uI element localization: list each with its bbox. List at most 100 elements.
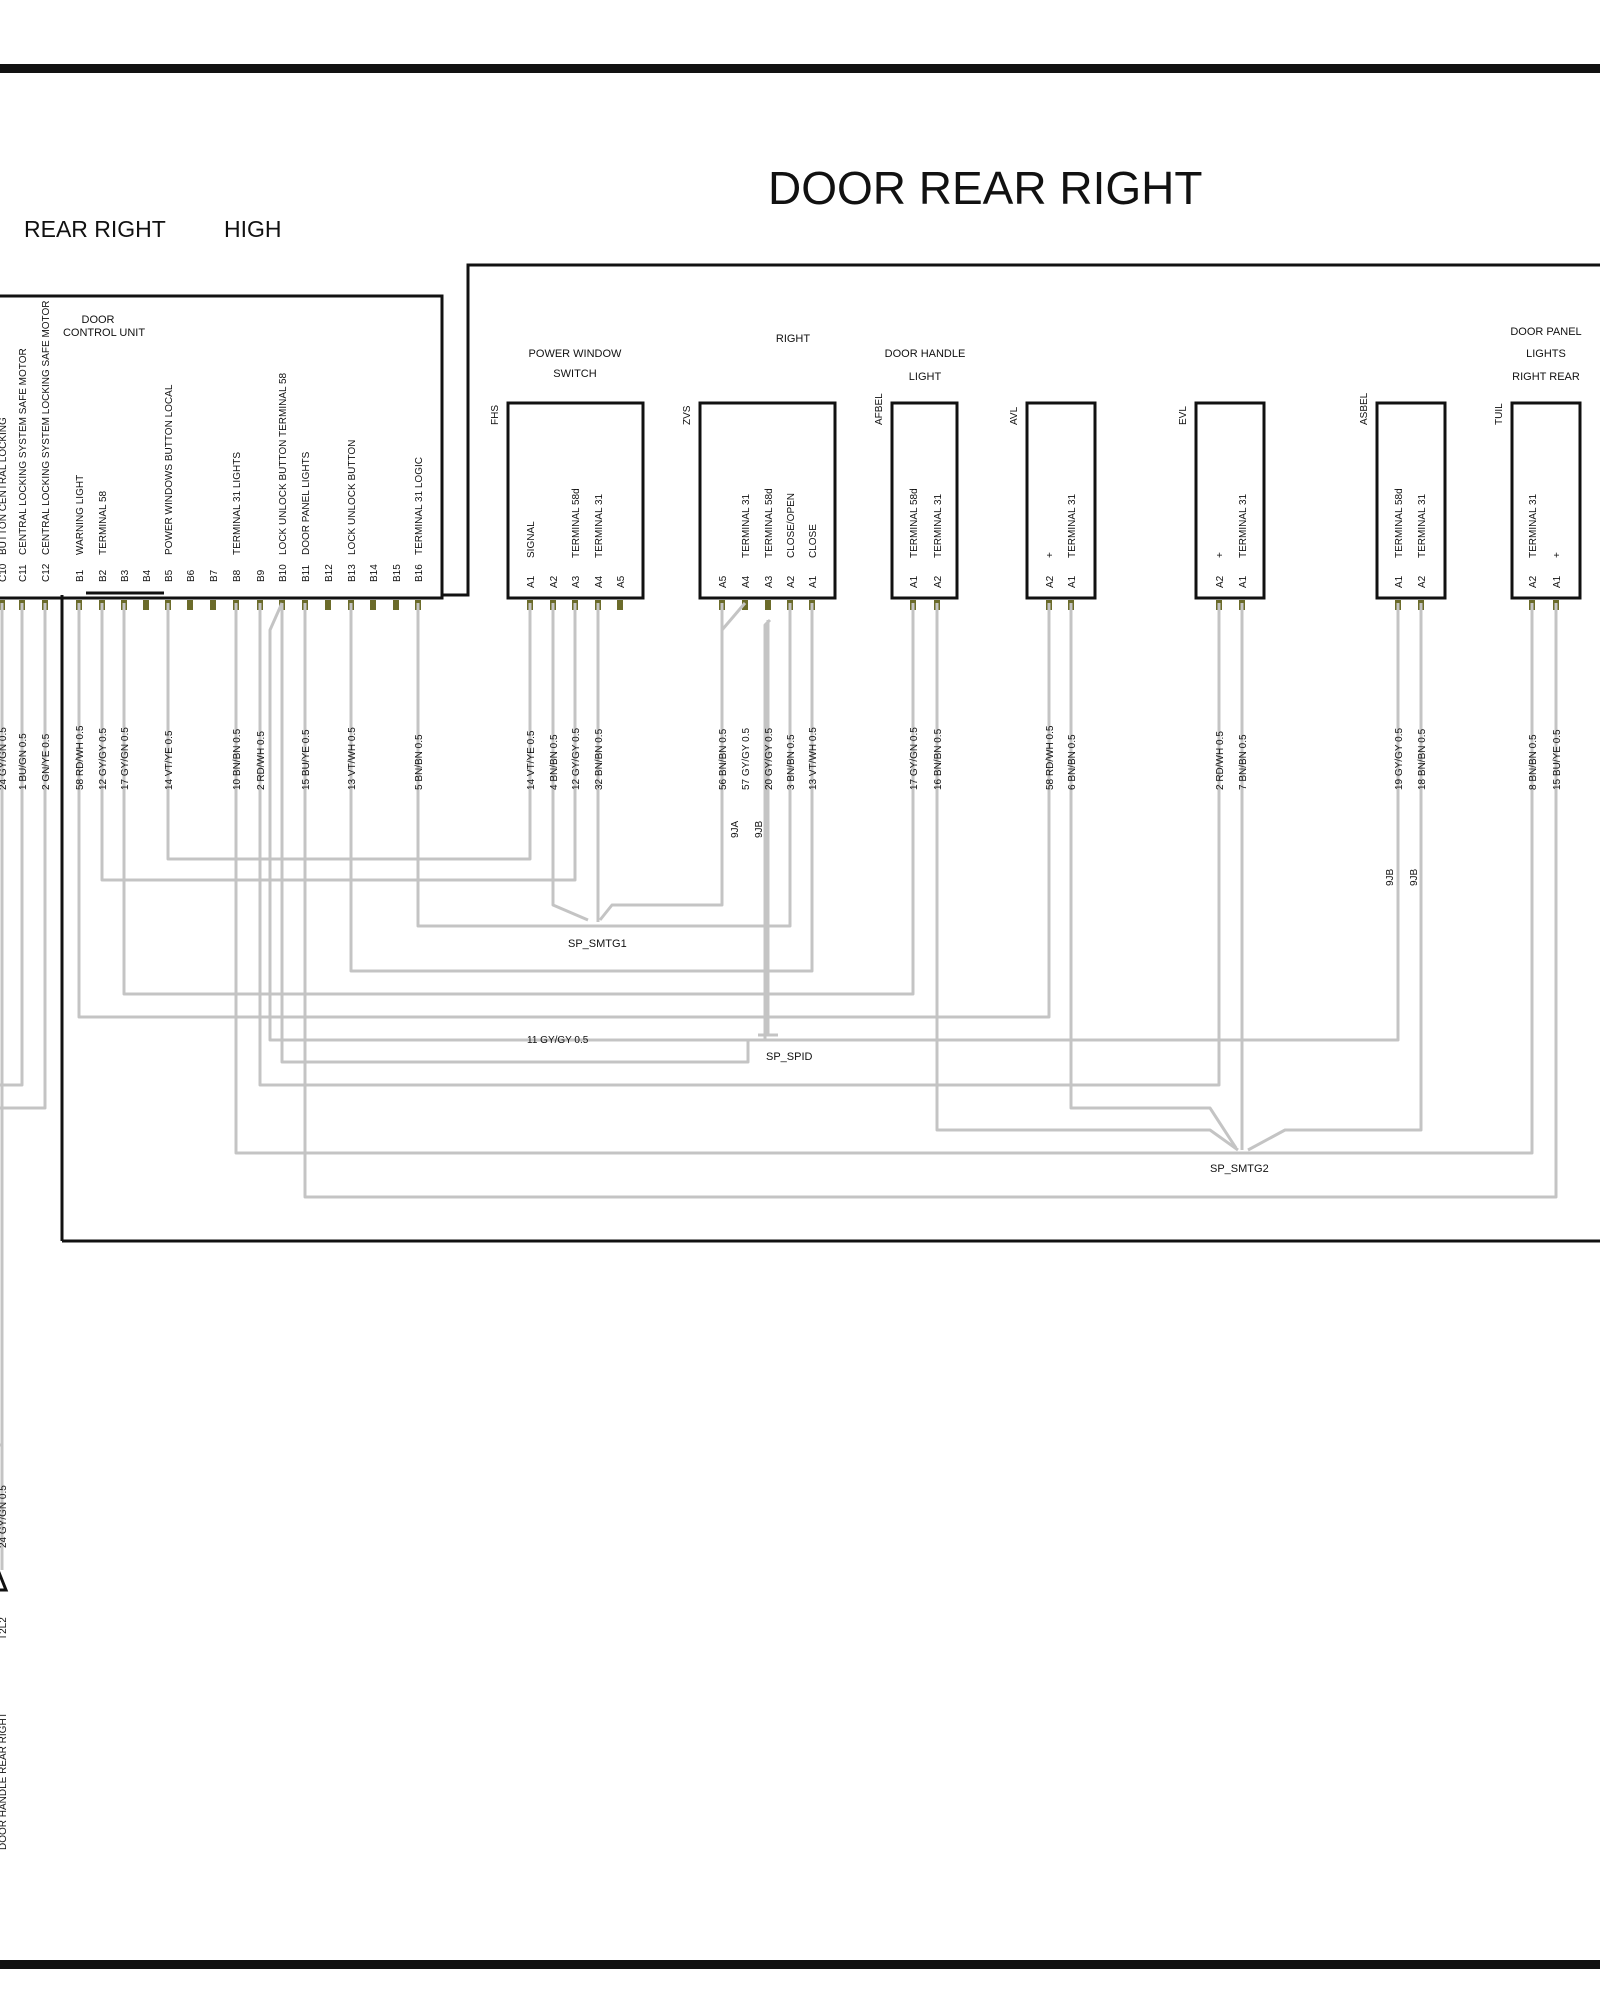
- wire: [935, 603, 1239, 1152]
- wire-color-label: 2 GN/YE 0.5: [41, 733, 52, 790]
- wire: [234, 603, 1534, 1155]
- wire-color-label: 5 BN/BN 0.5: [414, 734, 425, 790]
- wire: [122, 603, 915, 996]
- dcu-pin-id: B14: [369, 564, 380, 582]
- wire-color-label: 10 BN/BN 0.5: [232, 728, 243, 790]
- component-pin-id: A1: [808, 575, 819, 588]
- wire: [416, 603, 792, 928]
- dcu-pin-id: B13: [347, 564, 358, 582]
- component-pin-id: A5: [718, 575, 729, 588]
- wire: [303, 603, 1558, 1199]
- dcu-pin-id: C11: [18, 564, 29, 582]
- wire-color-label: 15 BU/YE 0.5: [1552, 729, 1563, 790]
- wire: [1069, 603, 1238, 1149]
- door-boundary: [442, 263, 1600, 597]
- component-pin-id: A1: [1067, 575, 1078, 588]
- pin-terminal: [187, 600, 193, 610]
- top-border: [0, 64, 1600, 73]
- bottom-border: [0, 1960, 1600, 1969]
- dcu-pin-id: B15: [392, 564, 403, 582]
- component-code: ZVS: [682, 405, 693, 425]
- header-right-label: HIGH: [224, 216, 282, 242]
- component-avl: [1025, 401, 1097, 600]
- component-tuil: [1510, 401, 1582, 600]
- component-pin-label: SIGNAL: [526, 521, 537, 558]
- component-pin-label: TERMINAL 31: [594, 493, 605, 558]
- component-pin-label: TERMINAL 58d: [764, 488, 775, 558]
- wire-color-label: 58 RD/WH 0.5: [1045, 725, 1056, 790]
- bottom-connector-label: T2L2: [0, 1617, 9, 1640]
- component-pin-label: +: [1552, 552, 1563, 558]
- wire-color-label: 2 RD/WH 0.5: [1215, 731, 1226, 790]
- wire-color-label: 57 GY/GY 0.5: [741, 727, 752, 790]
- component-title: POWER WINDOW: [529, 348, 622, 360]
- component-pin-id: A1: [526, 575, 537, 588]
- wire-color-label: 7 BN/BN 0.5: [1238, 734, 1249, 790]
- component-pin-label: TERMINAL 31: [1067, 493, 1078, 558]
- jumper-label: 9JA: [730, 820, 741, 838]
- dcu-pin-label: CENTRAL LOCKING SYSTEM LOCKING SAFE MOTO…: [41, 301, 52, 556]
- bottom-wire-label: 24 GY/GN 0.5: [0, 1485, 9, 1548]
- dcu-pin-label: BUTTON CENTRAL LOCKING: [0, 417, 9, 555]
- wire: [77, 603, 1051, 1019]
- component-pin-id: A2: [549, 575, 560, 588]
- dcu-pin-label: TERMINAL 58: [98, 490, 109, 555]
- wire: [349, 603, 814, 973]
- pin-terminal: [370, 600, 376, 610]
- door-boundary-lower: [60, 595, 1600, 1243]
- component-pin-label: TERMINAL 31: [933, 493, 944, 558]
- component-code: FHS: [490, 405, 501, 425]
- wire-color-label: 3 BN/BN 0.5: [786, 734, 797, 790]
- component-code: TUIL: [1494, 403, 1505, 425]
- component-pin-id: A1: [1552, 575, 1563, 588]
- dcu-title-line2: CONTROL UNIT: [63, 327, 145, 339]
- dcu-pin-label: LOCK UNLOCK BUTTON: [347, 440, 358, 555]
- component-pin-label: TERMINAL 31: [741, 493, 752, 558]
- wire-color-label: 12 GY/GY 0.5: [98, 727, 109, 790]
- wire-color-label: 17 GY/GN 0.5: [120, 727, 131, 790]
- pin-terminal: [765, 600, 771, 610]
- wire: [268, 602, 1400, 1042]
- wire: [258, 603, 1221, 1087]
- pin-terminal: [325, 600, 331, 610]
- wire-color-label: 12 GY/GY 0.5: [571, 727, 582, 790]
- dcu-pin-label: TERMINAL 31 LIGHTS: [232, 452, 243, 555]
- component-pin-id: A4: [741, 575, 752, 588]
- wire: [0, 603, 47, 1110]
- component-group: FHS POWER WINDOW SWITCH A1 SIGNAL A2 A3 TERMINA…: [490, 326, 1582, 610]
- wire: [720, 602, 747, 631]
- component-pin-label: TERMINAL 58d: [571, 488, 582, 558]
- wire-color-label: 13 VT/WH 0.5: [347, 727, 358, 790]
- component-pin-id: A1: [909, 575, 920, 588]
- component-evl: [1194, 401, 1266, 600]
- wire-color-label: 32 BN/BN 0.5: [594, 728, 605, 790]
- door-control-unit: [0, 294, 444, 600]
- diagram-title: DOOR REAR RIGHT: [768, 162, 1202, 214]
- door-handle-connector: [0, 1570, 9, 1592]
- component-title: SWITCH: [553, 368, 596, 380]
- dcu-pin-label: DOOR PANEL LIGHTS: [301, 451, 312, 555]
- dcu-pin-id: C12: [41, 563, 52, 582]
- component-pin-label: TERMINAL 58d: [909, 488, 920, 558]
- component-zvs: [698, 401, 837, 600]
- jumper-label: 9JB: [754, 820, 765, 838]
- component-pin-id: A3: [764, 575, 775, 588]
- dcu-pin-id: B2: [98, 569, 109, 582]
- pin-terminal: [143, 600, 149, 610]
- component-pin-label: TERMINAL 31: [1238, 493, 1249, 558]
- wire: [758, 620, 778, 1037]
- pin-terminal: [210, 600, 216, 610]
- splice-wire-label: 11 GY/GY 0.5: [527, 1035, 589, 1046]
- component-pin-label: CLOSE/OPEN: [786, 493, 797, 558]
- wire-color-label: 19 GY/GY 0.5: [1394, 727, 1405, 790]
- wire: [166, 603, 532, 861]
- component-pin-id: A3: [571, 575, 582, 588]
- dcu-pin-id: B6: [186, 569, 197, 582]
- wire-color-label: 18 BN/BN 0.5: [1417, 728, 1428, 790]
- wire-color-label: 14 VT/YE 0.5: [164, 730, 175, 790]
- dcu-pin-id: B4: [142, 569, 153, 582]
- component-pin-id: A1: [1394, 575, 1405, 588]
- jumper-label: 9JB: [1409, 868, 1420, 886]
